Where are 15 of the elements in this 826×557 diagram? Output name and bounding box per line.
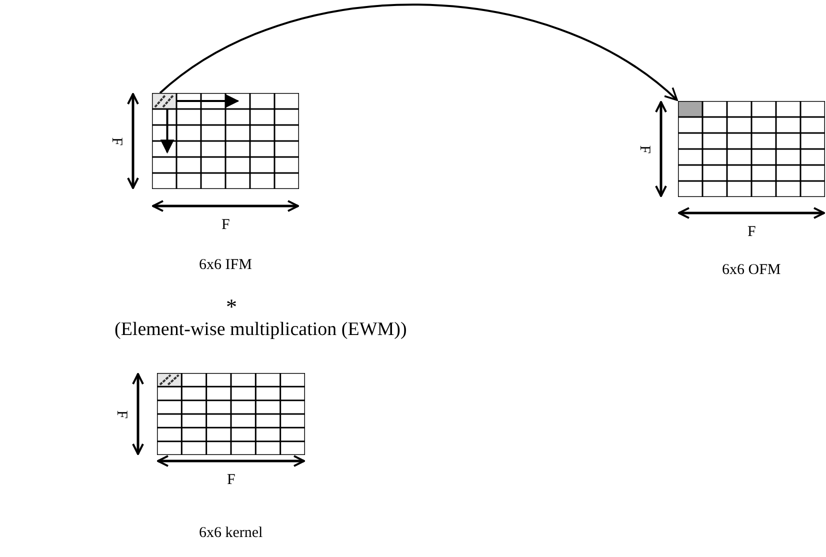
operation-label: (Element-wise multiplication (EWM)) — [114, 320, 407, 338]
matrix-grid — [678, 101, 825, 197]
dimension-label: F — [227, 472, 236, 488]
caption: 6x6 IFM — [199, 258, 252, 272]
matrix-grid — [152, 93, 299, 189]
operator-symbol: * — [226, 296, 237, 318]
dimension-label: F — [748, 224, 756, 240]
dimension-label: F — [222, 218, 230, 232]
dimension-label: F — [636, 144, 652, 154]
arrow — [159, 4, 678, 101]
dimension-label: F — [108, 136, 124, 146]
caption: 6x6 kernel — [199, 526, 263, 540]
matrix-grid — [157, 373, 305, 455]
dimension-label: F — [114, 410, 129, 418]
caption: 6x6 OFM — [722, 262, 781, 278]
